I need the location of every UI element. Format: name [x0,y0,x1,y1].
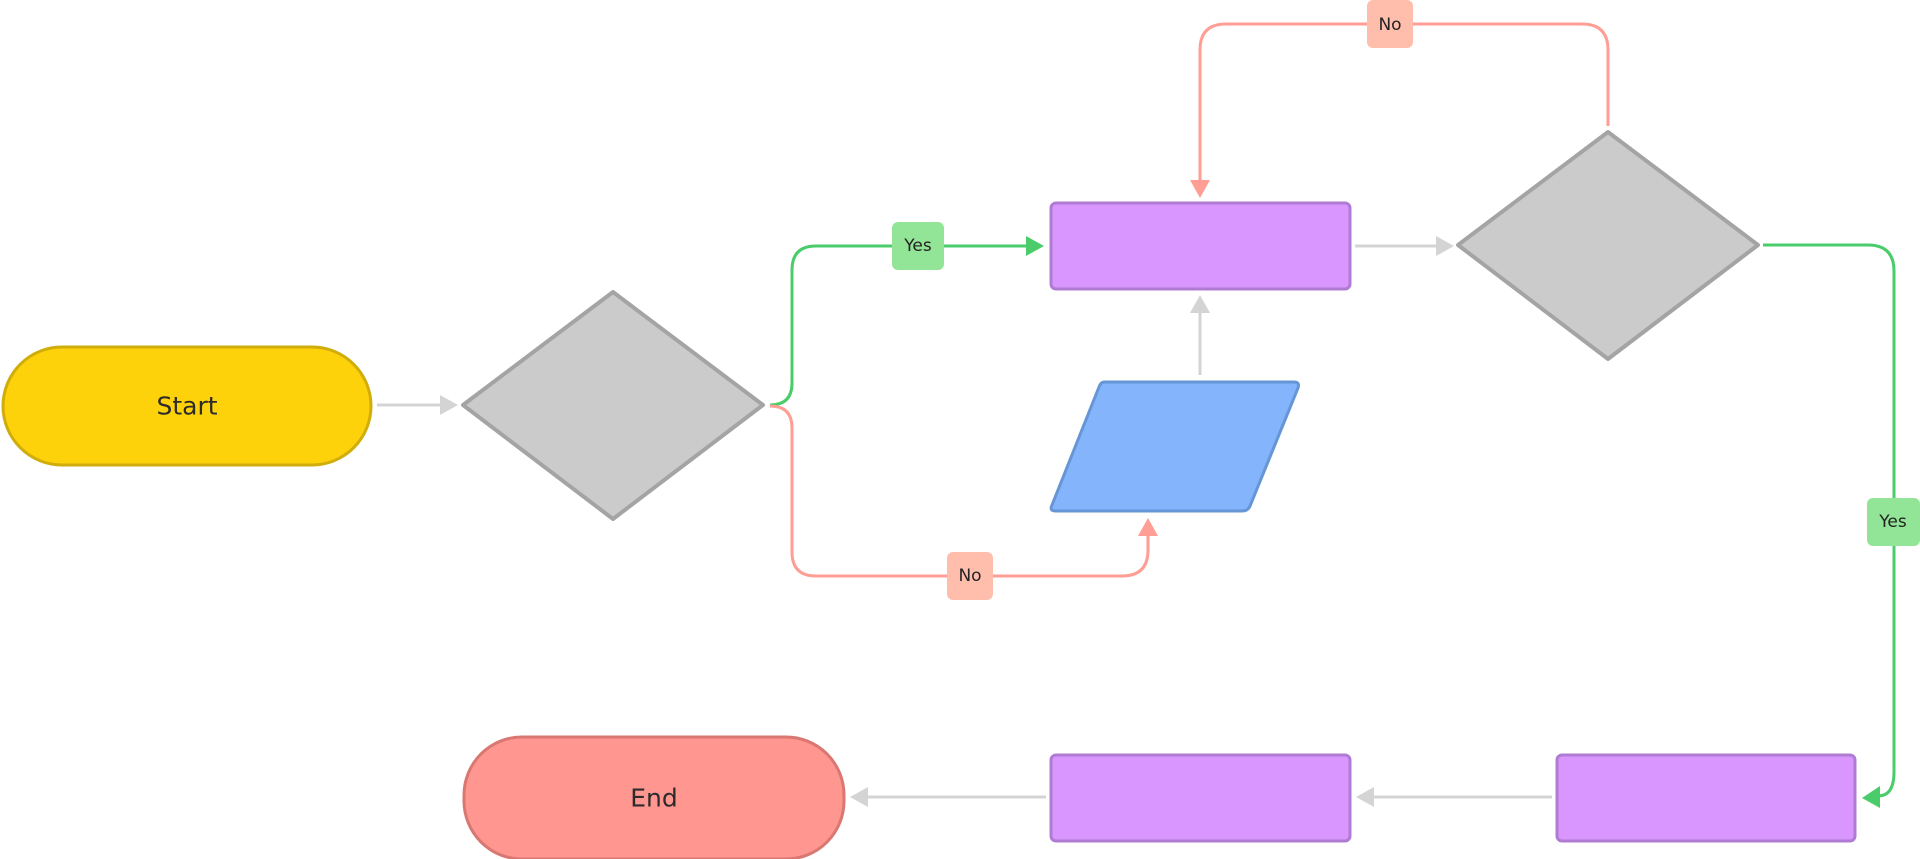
edge-label-yes-2: Yes [1867,498,1920,546]
svg-text:No: No [958,566,981,586]
edge-start-to-decision-1[interactable] [377,395,458,415]
arrowhead-icon [1026,236,1044,256]
edge-labels: Yes No No Yes [892,0,1920,600]
process-node-2[interactable] [1049,753,1352,843]
decision-node-1[interactable] [461,290,765,521]
end-label: End [630,784,678,813]
edge-process-3-to-process-2[interactable] [1356,787,1552,807]
edge-decision-2-yes[interactable] [1763,243,1896,808]
arrowhead-icon [440,395,458,415]
arrowhead-icon [1436,236,1454,256]
end-node[interactable]: End [462,735,846,859]
arrowhead-icon [1138,518,1158,536]
svg-text:No: No [1378,15,1401,35]
arrowhead-icon [1190,295,1210,313]
edge-label-yes-1: Yes [892,222,944,270]
edge-decision-1-yes[interactable] [769,236,1044,407]
decision-node-2[interactable] [1456,130,1760,361]
start-node[interactable]: Start [1,345,373,467]
start-label: Start [156,392,217,421]
arrowhead-icon [1862,786,1880,808]
nodes: Start [1,130,1857,859]
arrowhead-icon [1190,180,1210,198]
edge-input-1-to-process-1[interactable] [1190,295,1210,375]
svg-text:Yes: Yes [903,236,932,256]
edge-label-no-2: No [1367,0,1413,48]
edge-decision-1-no[interactable] [769,404,1158,578]
svg-text:Yes: Yes [1878,512,1907,532]
process-node-1[interactable] [1049,201,1352,291]
edges [377,22,1896,808]
process-node-3[interactable] [1555,753,1857,843]
arrowhead-icon [850,787,868,807]
edge-process-2-to-end[interactable] [850,787,1046,807]
edge-process-1-to-decision-2[interactable] [1355,236,1454,256]
arrowhead-icon [1356,787,1374,807]
edge-decision-2-no[interactable] [1190,22,1610,198]
edge-label-no-1: No [947,552,993,600]
io-node-1[interactable] [1049,380,1300,513]
